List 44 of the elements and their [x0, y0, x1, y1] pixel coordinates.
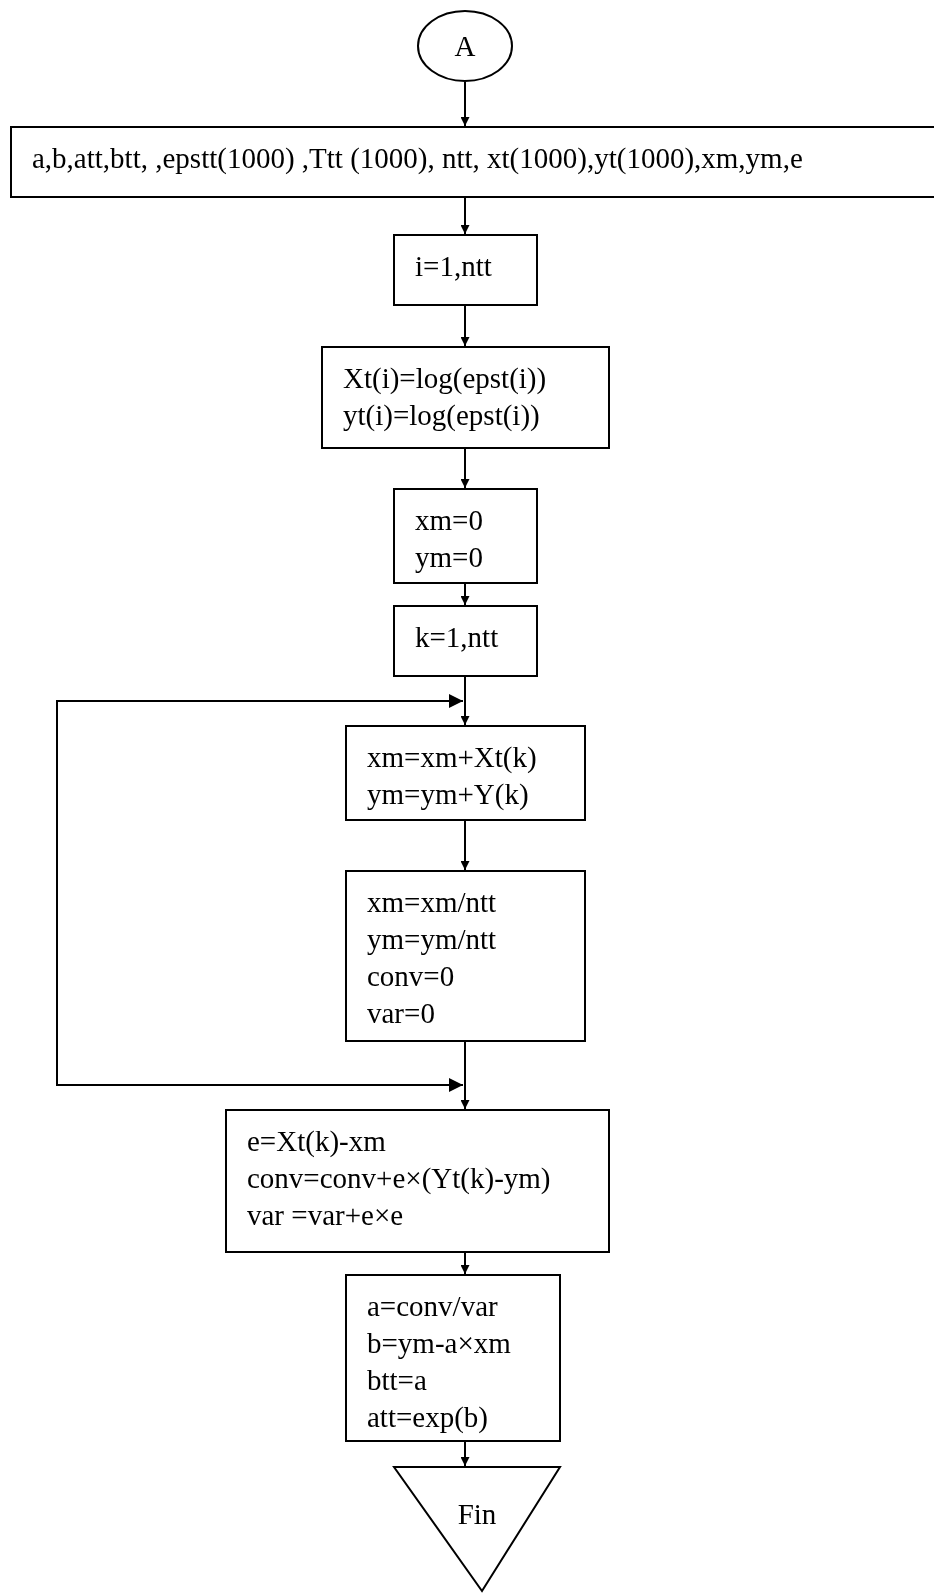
- process-box: [393, 605, 538, 677]
- process-box: [345, 725, 586, 821]
- end-triangle: [393, 1466, 561, 1592]
- process-box: [321, 346, 610, 449]
- statement-text: xm=0: [415, 503, 483, 538]
- statement-text: btt=a: [367, 1363, 427, 1398]
- statement-text: ym=ym+Y(k): [367, 777, 529, 812]
- arrow: [460, 676, 470, 726]
- statement-text: Xt(i)=log(epst(i)): [343, 361, 547, 396]
- statement-text: i=1,ntt: [415, 249, 492, 284]
- process-box: [345, 1274, 561, 1442]
- process-box: [10, 126, 934, 198]
- statement-text: var =var+e×e: [247, 1198, 404, 1233]
- statement-text: att=exp(b): [367, 1400, 489, 1435]
- statement-text: a=conv/var: [367, 1289, 498, 1324]
- statement-text: e=Xt(k)-xm: [247, 1124, 386, 1159]
- statement-text: xm=xm+Xt(k): [367, 740, 537, 775]
- arrow: [460, 583, 470, 606]
- arrow: [460, 305, 470, 347]
- arrow: [460, 1441, 470, 1467]
- statement-text: ym=0: [415, 540, 483, 575]
- statement-text: a,b,att,btt, ,epstt(1000) ,Ttt (1000), ntt, xt(1000),yt(1000),xm,ym,e: [32, 141, 803, 176]
- statement-text: conv=conv+e×(Yt(k)-ym): [247, 1161, 551, 1196]
- arrow: [460, 1041, 470, 1110]
- statement-text: xm=xm/ntt: [367, 885, 497, 920]
- node-label: Fin: [456, 1497, 498, 1532]
- process-box: [393, 234, 538, 306]
- arrow: [460, 81, 470, 127]
- arrow: [460, 448, 470, 489]
- statement-text: var=0: [367, 996, 435, 1031]
- statement-text: ym=ym/ntt: [367, 922, 497, 957]
- process-box: [345, 870, 586, 1042]
- process-box: [393, 488, 538, 584]
- statement-text: b=ym-a×xm: [367, 1326, 511, 1361]
- statement-text: k=1,ntt: [415, 620, 499, 655]
- statement-text: yt(i)=log(epst(i)): [343, 398, 540, 433]
- node-label: A: [453, 29, 477, 64]
- process-box: [225, 1109, 610, 1253]
- arrow: [460, 820, 470, 871]
- loop-arrow: [56, 694, 464, 1092]
- arrow: [460, 1252, 470, 1275]
- statement-text: conv=0: [367, 959, 455, 994]
- connector-ellipse: [417, 10, 513, 82]
- arrow: [460, 197, 470, 235]
